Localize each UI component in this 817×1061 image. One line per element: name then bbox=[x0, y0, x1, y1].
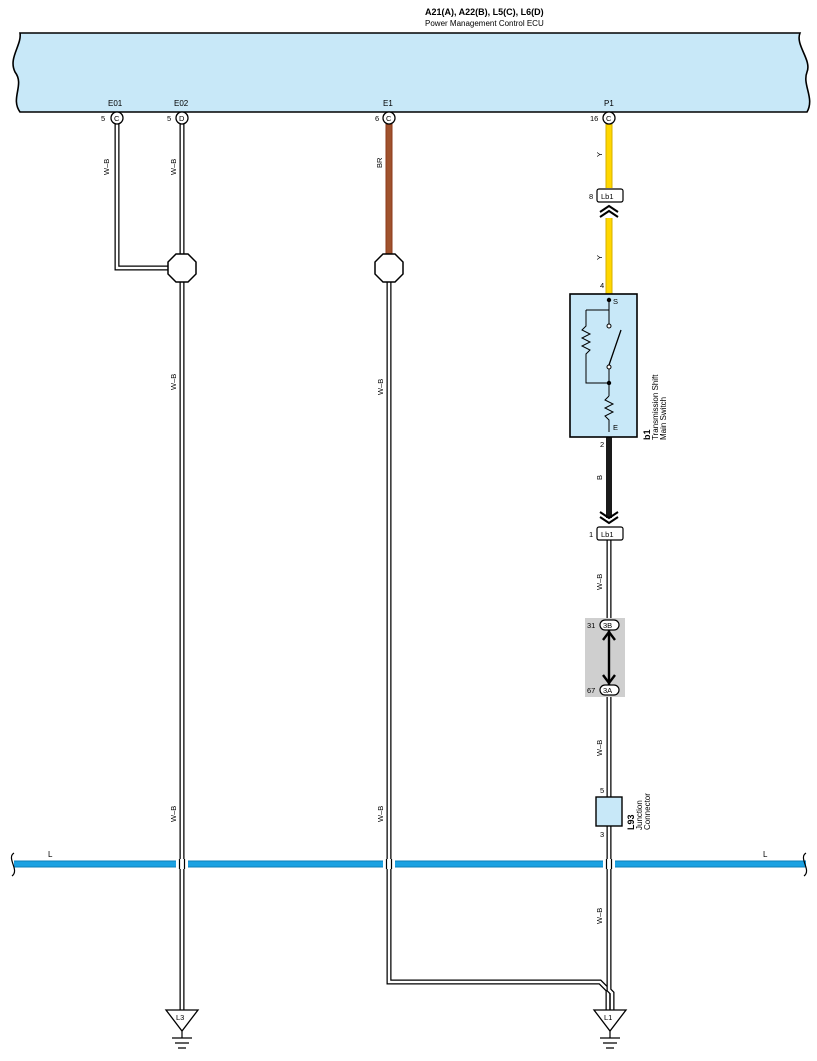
l93-name-line1: Junction bbox=[635, 800, 644, 830]
splice-point-e1[interactable] bbox=[374, 253, 404, 283]
ecu-body[interactable] bbox=[12, 32, 811, 113]
junction-connector-l93[interactable] bbox=[595, 796, 623, 827]
l93-code: L93 bbox=[626, 814, 636, 830]
pin-name-e1: E1 bbox=[383, 99, 393, 108]
ecu-code: A21(A), A22(B), L5(C), L6(D) bbox=[425, 7, 544, 17]
bus-crossings bbox=[176, 859, 615, 869]
wire-label-l93-down: W–B bbox=[595, 908, 604, 924]
pin-name-e01: E01 bbox=[108, 99, 123, 108]
wire-e01[interactable] bbox=[114, 124, 170, 271]
pin-circle-e01[interactable] bbox=[110, 111, 124, 125]
ecu-pins: E01 E02 E1 P1 5 5 6 16 bbox=[101, 99, 614, 123]
bus-label-left: L bbox=[48, 850, 53, 859]
pin-circle-e1[interactable] bbox=[382, 111, 396, 125]
pin-conn-e1: C bbox=[386, 114, 392, 123]
wire-label-e1-mid: W–B bbox=[376, 379, 385, 395]
junction-3a-name: 3A bbox=[603, 686, 612, 695]
transmission-shift-main-switch[interactable] bbox=[569, 293, 638, 438]
ground-l3[interactable] bbox=[164, 1009, 200, 1049]
pin-number-e02: 5 bbox=[167, 114, 171, 123]
pin-conn-e02: D bbox=[179, 114, 185, 123]
pin-number-e1: 6 bbox=[375, 114, 379, 123]
wire-label-p1-mid: Y bbox=[595, 255, 604, 260]
wire-label-p1-top: Y bbox=[595, 152, 604, 157]
l93-pin-bottom: 3 bbox=[600, 830, 604, 839]
wire-lb1-to-l93[interactable] bbox=[606, 540, 615, 1010]
switch-terminal-e: E bbox=[613, 423, 618, 432]
wire-label-e02-top: W–B bbox=[169, 159, 178, 175]
connector-lb1-bottom-pin: 1 bbox=[589, 530, 593, 539]
junction-3a-pin: 67 bbox=[587, 686, 595, 695]
ecu-name: Power Management Control ECU bbox=[425, 19, 544, 28]
junction-3b-name: 3B bbox=[603, 621, 612, 630]
wire-label-e01: W–B bbox=[102, 159, 111, 175]
pin-circle-e02[interactable] bbox=[175, 111, 189, 125]
junction-3b-pin: 31 bbox=[587, 621, 595, 630]
pin-conn-e01: C bbox=[114, 114, 120, 123]
switch-terminal-s: S bbox=[613, 297, 618, 306]
wire-label-e02-mid: W–B bbox=[169, 374, 178, 390]
ground-l1-label: L1 bbox=[604, 1013, 612, 1022]
l93-pin-top: 5 bbox=[600, 786, 604, 795]
pin-number-p1: 16 bbox=[590, 114, 598, 123]
ground-l3-label: L3 bbox=[176, 1013, 184, 1022]
wire-label-e02-low: W–B bbox=[169, 806, 178, 822]
wire-label-e1-low: W–B bbox=[376, 806, 385, 822]
pin-name-p1: P1 bbox=[604, 99, 614, 108]
bus-line-l[interactable] bbox=[10, 852, 808, 877]
connector-lb1-top-pin: 8 bbox=[589, 192, 593, 201]
pin-circle-p1[interactable] bbox=[602, 111, 616, 125]
l93-name-line2: Connector bbox=[643, 793, 652, 830]
switch-name-line1: Transmission Shift bbox=[651, 374, 660, 440]
switch-code: b1 bbox=[642, 429, 652, 440]
connector-lb1-top[interactable] bbox=[596, 188, 624, 218]
pin-number-e01: 5 bbox=[101, 114, 105, 123]
connector-lb1-bottom-name: Lb1 bbox=[601, 530, 614, 539]
wire-label-lb1-bottom: W–B bbox=[595, 574, 604, 590]
wire-label-j-to-l93: W–B bbox=[595, 740, 604, 756]
wire-label-switch-out: B bbox=[595, 475, 604, 480]
junction-block-3b-3a[interactable] bbox=[585, 618, 625, 697]
switch-name-line2: Main Switch bbox=[659, 397, 668, 440]
splice-point-e02[interactable] bbox=[167, 253, 197, 283]
pin-conn-p1: C bbox=[606, 114, 612, 123]
connector-lb1-bottom[interactable] bbox=[596, 511, 624, 541]
pin-name-e02: E02 bbox=[174, 99, 189, 108]
switch-pin-top: 4 bbox=[600, 281, 604, 290]
switch-pin-bottom: 2 bbox=[600, 440, 604, 449]
wire-label-e1-top: BR bbox=[375, 157, 384, 168]
bus-label-right: L bbox=[763, 850, 768, 859]
ground-l1[interactable] bbox=[592, 1009, 628, 1049]
wire-e1-wb[interactable] bbox=[386, 282, 611, 1010]
connector-lb1-top-name: Lb1 bbox=[601, 192, 614, 201]
ecu-pin-circles: C D C C bbox=[110, 111, 616, 125]
